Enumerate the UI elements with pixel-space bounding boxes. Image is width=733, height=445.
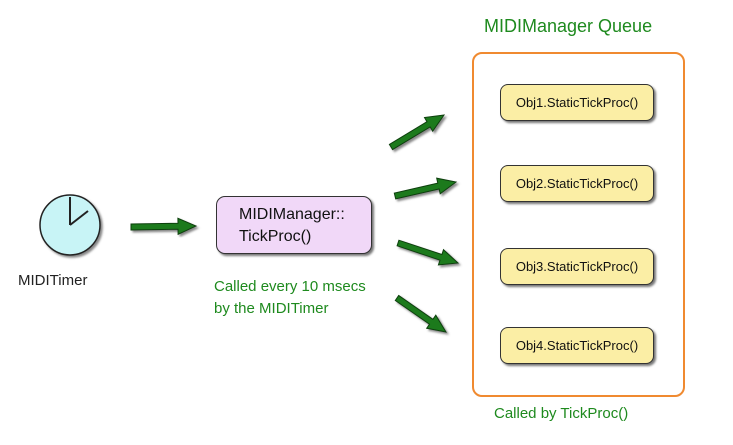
tickproc-caption-line-1: Called every 10 msecs — [214, 278, 366, 295]
tickproc-line-1: MIDIManager:: — [239, 206, 345, 223]
queue-item-obj4: Obj4.StaticTickProc() — [500, 327, 654, 364]
queue-caption: Called by TickProc() — [494, 405, 629, 422]
tickproc-box: MIDIManager:: TickProc() — [216, 196, 372, 254]
arrow-to-obj3 — [396, 239, 460, 266]
timer-label: MIDITimer — [18, 272, 88, 289]
arrow-to-obj2 — [393, 177, 458, 200]
arrow-timer-to-tickproc — [130, 217, 198, 236]
queue-title: MIDIManager Queue — [484, 16, 653, 36]
arrow-to-obj4 — [394, 294, 448, 333]
queue-item-obj1: Obj1.StaticTickProc() — [500, 84, 654, 121]
tickproc-caption: Called every 10 msecs by the MIDITimer — [214, 276, 366, 320]
queue-item-obj2: Obj2.StaticTickProc() — [500, 165, 654, 202]
tickproc-caption-line-2: by the MIDITimer — [214, 300, 329, 317]
clock-icon — [39, 194, 101, 256]
tickproc-line-2: TickProc() — [239, 228, 312, 245]
arrow-to-obj1 — [388, 114, 446, 151]
queue-item-obj3: Obj3.StaticTickProc() — [500, 248, 654, 285]
queue-container — [472, 52, 685, 397]
